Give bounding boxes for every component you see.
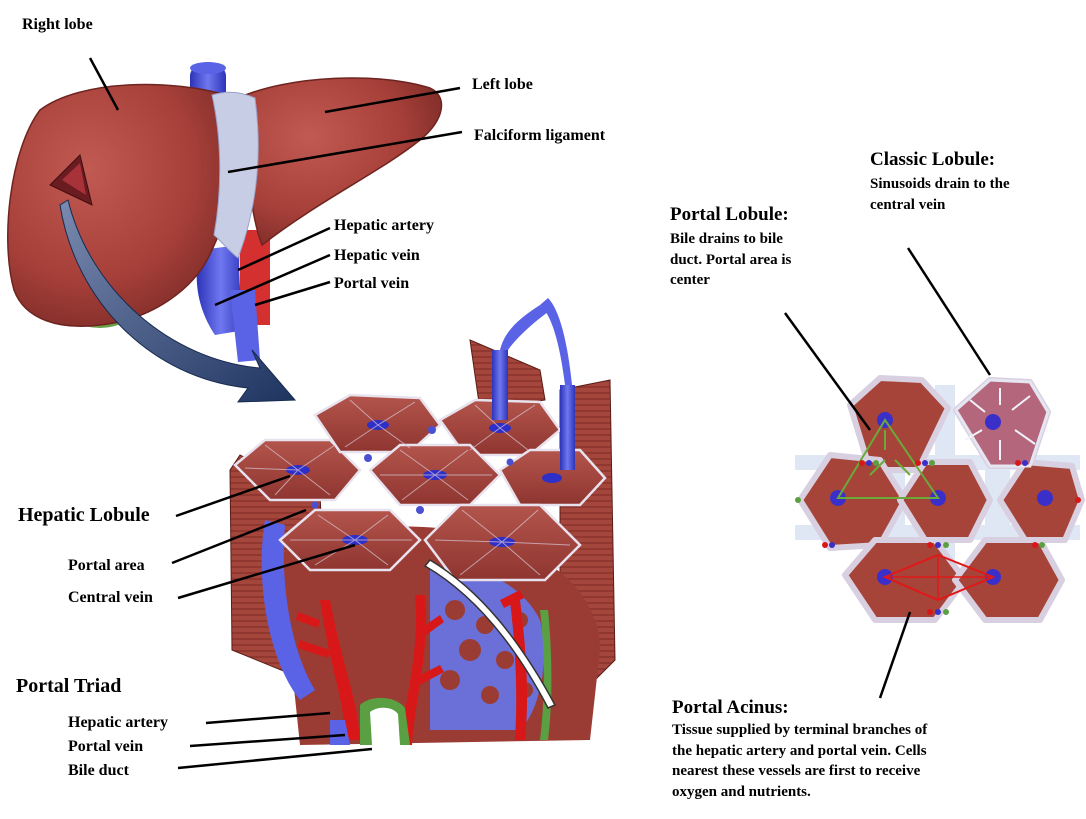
classic-lobule-description: Sinusoids drain to the central vein bbox=[870, 174, 1010, 215]
classic-lobule-title: Classic Lobule: bbox=[870, 148, 995, 172]
portal-desc-line-2: duct. Portal area is bbox=[670, 250, 791, 271]
acinus-desc-line-2: the hepatic artery and portal vein. Cell… bbox=[672, 741, 927, 762]
label-right-lobe: Right lobe bbox=[22, 15, 93, 35]
label-portal-area: Portal area bbox=[68, 556, 145, 576]
portal-acinus-description: Tissue supplied by terminal branches of … bbox=[672, 720, 927, 802]
hex-bottom-left bbox=[845, 540, 965, 620]
portal-acinus-title: Portal Acinus: bbox=[672, 696, 789, 720]
label-hepatic-lobule: Hepatic Lobule bbox=[18, 503, 150, 528]
label-portal-vein-top: Portal vein bbox=[334, 274, 409, 294]
lobule-block bbox=[230, 298, 615, 745]
label-left-lobe: Left lobe bbox=[472, 75, 533, 95]
classic-desc-line-2: central vein bbox=[870, 195, 1010, 216]
label-hepatic-artery-bottom: Hepatic artery bbox=[68, 713, 168, 733]
label-hepatic-artery-top: Hepatic artery bbox=[334, 216, 434, 236]
acinus-desc-line-4: oxygen and nutrients. bbox=[672, 782, 927, 803]
classic-lobule-highlight bbox=[956, 380, 1048, 466]
portal-desc-line-3: center bbox=[670, 270, 791, 291]
label-bile-duct: Bile duct bbox=[68, 761, 129, 781]
whole-liver bbox=[8, 62, 442, 362]
hex-bottom-right bbox=[955, 540, 1062, 620]
label-central-vein: Central vein bbox=[68, 588, 153, 608]
acinus-desc-line-1: Tissue supplied by terminal branches of bbox=[672, 720, 927, 741]
acinus-desc-line-3: nearest these vessels are first to recei… bbox=[672, 761, 927, 782]
label-portal-vein-bottom: Portal vein bbox=[68, 737, 143, 757]
portal-lobule-title: Portal Lobule: bbox=[670, 203, 789, 227]
portal-lobule-description: Bile drains to bile duct. Portal area is… bbox=[670, 229, 791, 291]
label-portal-triad: Portal Triad bbox=[16, 674, 121, 699]
label-hepatic-vein: Hepatic vein bbox=[334, 246, 420, 266]
lobule-schematic bbox=[795, 378, 1082, 620]
portal-desc-line-1: Bile drains to bile bbox=[670, 229, 791, 250]
label-falciform-ligament: Falciform ligament bbox=[474, 126, 605, 146]
classic-desc-line-1: Sinusoids drain to the bbox=[870, 174, 1010, 195]
